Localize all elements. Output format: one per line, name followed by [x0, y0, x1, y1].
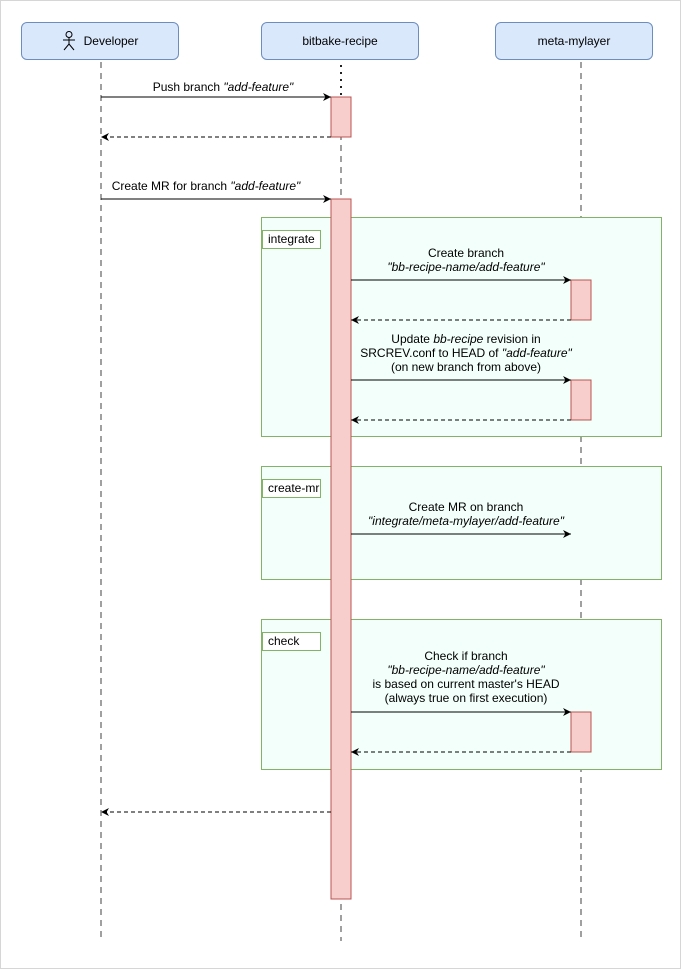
label-update-rev: Update bb-recipe revision in SRCREV.conf… [360, 332, 572, 374]
activation-bitbake-1 [330, 96, 352, 138]
label-create-mr: Create MR for branch "add-feature" [111, 179, 301, 193]
participant-bitbake-recipe[interactable]: bitbake-recipe [261, 22, 419, 60]
actor-icon [62, 31, 75, 51]
frame-integrate[interactable]: integrate [261, 217, 662, 437]
label-create-mr-branch: Create MR on branch "integrate/meta-myla… [368, 500, 564, 528]
participant-label: bitbake-recipe [302, 34, 378, 48]
frame-create-mr[interactable]: create-mr [261, 466, 662, 580]
frame-label: create-mr [262, 479, 321, 498]
activation-bitbake-2 [330, 198, 352, 900]
participant-developer[interactable]: Developer [21, 22, 179, 60]
frame-label: integrate [262, 230, 321, 249]
label-check-branch: Check if branch "bb-recipe-name/add-feat… [372, 649, 560, 705]
frame-check[interactable]: check [261, 619, 662, 770]
label-push-branch: Push branch "add-feature" [152, 80, 294, 94]
participant-label: meta-mylayer [537, 34, 611, 48]
activation-metalayer-3 [570, 711, 592, 753]
activation-metalayer-1 [570, 279, 592, 321]
label-create-branch: Create branch "bb-recipe-name/add-featur… [387, 246, 545, 274]
frame-label: check [262, 632, 321, 651]
participant-meta-mylayer[interactable]: meta-mylayer [495, 22, 653, 60]
participant-label: Developer [83, 34, 139, 48]
activation-metalayer-2 [570, 379, 592, 421]
